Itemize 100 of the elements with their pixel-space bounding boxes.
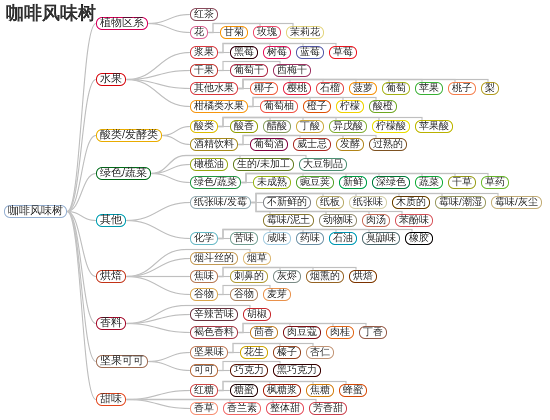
node-box: 纸张味/发霉 bbox=[190, 196, 251, 209]
node-box: 酸类 bbox=[190, 120, 218, 133]
node-box: 木质的 bbox=[392, 196, 430, 209]
node-box: 干果 bbox=[190, 64, 218, 77]
node-box: 焦糖 bbox=[306, 384, 334, 397]
node-box: 香草 bbox=[190, 402, 218, 415]
connector bbox=[66, 79, 96, 212]
node-box: 化学 bbox=[190, 232, 218, 245]
connector bbox=[218, 380, 347, 392]
node-box: 肉豆蔻 bbox=[283, 326, 321, 339]
node-box: 草莓 bbox=[329, 46, 357, 59]
node-box: 草药 bbox=[481, 176, 509, 189]
node-box: 柠檬酸 bbox=[372, 120, 410, 133]
node-box: 芳香甜 bbox=[309, 402, 347, 415]
connector bbox=[148, 22, 190, 34]
node-box: 醋酸 bbox=[263, 120, 291, 133]
node-box: 糖蜜 bbox=[230, 384, 258, 397]
node-box: 苹果 bbox=[415, 82, 443, 95]
node-box: 药味 bbox=[296, 232, 324, 245]
node-box: 肉汤 bbox=[362, 214, 390, 227]
node-box: 刺鼻的 bbox=[230, 270, 268, 283]
node-box: 蔬菜 bbox=[415, 176, 443, 189]
connector bbox=[126, 322, 190, 334]
node-box: 樱桃 bbox=[283, 82, 311, 95]
connector bbox=[66, 210, 96, 278]
node-box: 黑莓 bbox=[230, 46, 258, 59]
node-box: 蓝莓 bbox=[296, 46, 324, 59]
node-box: 异戊酸 bbox=[329, 120, 367, 133]
node-box: 葡萄酒 bbox=[250, 138, 288, 151]
node-box: 咸味 bbox=[263, 232, 291, 245]
connector bbox=[162, 126, 190, 136]
node-box: 茴香 bbox=[250, 326, 278, 339]
node-box: 葡萄柚 bbox=[260, 100, 298, 113]
node-box: 酸橙 bbox=[369, 100, 397, 113]
title: 咖啡风味树 bbox=[6, 2, 96, 24]
connector bbox=[218, 60, 281, 72]
node-box: 菠萝 bbox=[349, 82, 377, 95]
node-box: 浆果 bbox=[190, 46, 218, 59]
node-box: 枫糖浆 bbox=[263, 384, 301, 397]
node-box: 梨 bbox=[481, 82, 499, 95]
node-box: 酸类/发酵类 bbox=[96, 129, 162, 142]
connector bbox=[126, 220, 190, 240]
connector bbox=[238, 322, 367, 334]
connector bbox=[126, 78, 190, 108]
node-box: 豌豆荚 bbox=[296, 176, 334, 189]
connector bbox=[148, 360, 190, 372]
node-box: 发酵 bbox=[336, 138, 364, 151]
node-box: 苦味 bbox=[230, 232, 258, 245]
node-box: 臭鼬味 bbox=[362, 232, 400, 245]
node-box: 坚果可可 bbox=[96, 355, 148, 368]
node-box: 酸香 bbox=[230, 120, 258, 133]
node-box: 大豆制品 bbox=[299, 158, 347, 171]
node-box: 咖啡风味树 bbox=[4, 205, 67, 218]
node-box: 水果 bbox=[96, 73, 126, 86]
node-box: 绿色/蔬菜 bbox=[96, 167, 152, 180]
node-box: 其他 bbox=[96, 214, 126, 227]
node-box: 干草 bbox=[448, 176, 476, 189]
node-box: 烟熏的 bbox=[306, 270, 344, 283]
node-box: 纸板 bbox=[316, 196, 344, 209]
node-box: 烟斗丝的 bbox=[190, 252, 238, 265]
node-box: 褐色香料 bbox=[190, 326, 238, 339]
connector bbox=[66, 211, 96, 400]
node-box: 柠檬 bbox=[336, 100, 364, 113]
node-box: 其他水果 bbox=[190, 82, 238, 95]
node-box: 苯酚味 bbox=[395, 214, 433, 227]
node-box: 香料 bbox=[96, 317, 126, 330]
node-box: 橄榄油 bbox=[190, 158, 228, 171]
node-box: 辛辣苦味 bbox=[190, 308, 238, 321]
node-box: 橙子 bbox=[303, 100, 331, 113]
node-box: 花生 bbox=[240, 346, 268, 359]
connector bbox=[218, 284, 271, 296]
connector bbox=[218, 266, 357, 278]
node-box: 酒精饮料 bbox=[190, 138, 238, 151]
node-box: 坚果味 bbox=[190, 346, 228, 359]
node-box: 烟草 bbox=[243, 252, 271, 265]
node-box: 胡椒 bbox=[243, 308, 271, 321]
node-box: 新鲜 bbox=[339, 176, 367, 189]
node-box: 茉莉花 bbox=[286, 26, 324, 39]
node-box: 未成熟 bbox=[253, 176, 291, 189]
node-box: 焦味 bbox=[190, 270, 218, 283]
node-box: 整体甜 bbox=[266, 402, 304, 415]
node-box: 葡萄 bbox=[382, 82, 410, 95]
connector bbox=[66, 23, 96, 212]
node-box: 柑橘类水果 bbox=[190, 100, 248, 113]
node-box: 桃子 bbox=[448, 82, 476, 95]
connector bbox=[238, 134, 377, 146]
connector bbox=[150, 154, 307, 174]
node-box: 灰烬 bbox=[273, 270, 301, 283]
node-box: 葡萄干 bbox=[230, 64, 268, 77]
node-box: 蜂蜜 bbox=[339, 384, 367, 397]
node-box: 榛子 bbox=[273, 346, 301, 359]
node-box: 谷物 bbox=[230, 288, 258, 301]
connector bbox=[251, 202, 403, 214]
node-box: 丁香 bbox=[359, 326, 387, 339]
node-box: 动物味 bbox=[319, 214, 357, 227]
node-box: 谷物 bbox=[190, 288, 218, 301]
node-box: 石油 bbox=[329, 232, 357, 245]
node-box: 甘菊 bbox=[220, 26, 248, 39]
node-box: 甜味 bbox=[96, 393, 126, 406]
node-box: 苹果酸 bbox=[415, 120, 453, 133]
